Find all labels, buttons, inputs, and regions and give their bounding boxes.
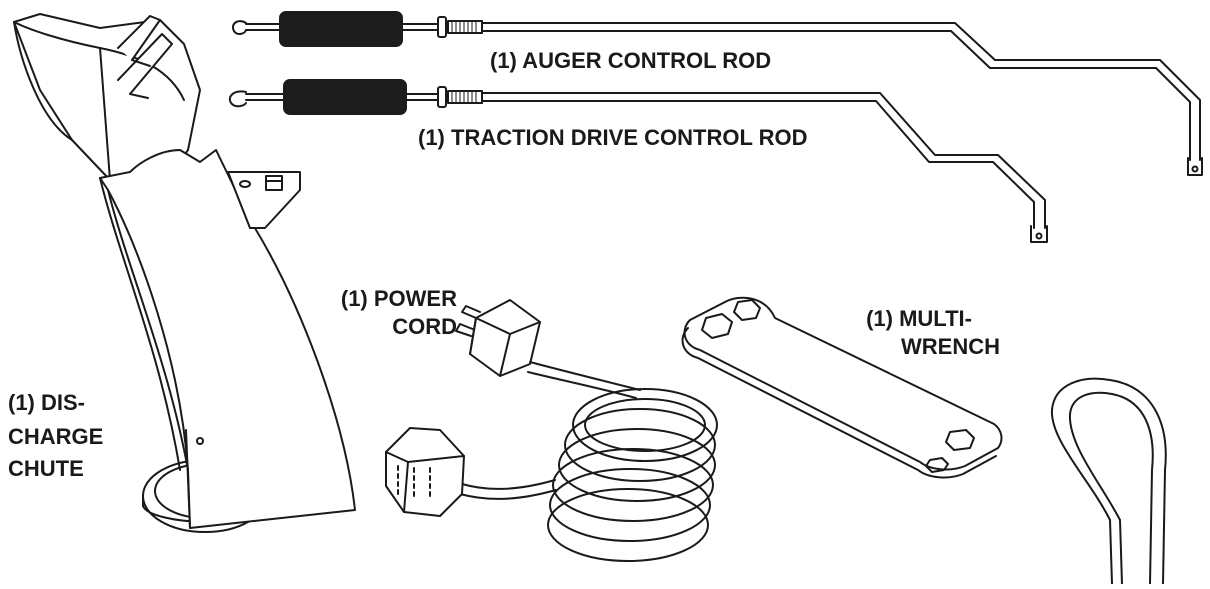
power-cord-label-line-1: (1) POWER	[340, 286, 457, 311]
discharge-chute-label-line-3: CHUTE	[8, 456, 84, 481]
multi-wrench-label-line-2: WRENCH	[901, 334, 1000, 359]
hairpin-clip	[1050, 377, 1167, 585]
traction-drive-control-rod	[228, 79, 1048, 243]
power-cord	[385, 299, 718, 562]
traction-drive-control-rod-label: (1) TRACTION DRIVE CONTROL ROD	[418, 125, 808, 150]
auger-control-rod	[232, 11, 1203, 176]
multi-wrench	[681, 296, 1003, 479]
discharge-chute-label-line-1: (1) DIS-	[8, 390, 85, 415]
discharge-chute-label-line-2: CHARGE	[8, 424, 104, 449]
power-cord-label-line-2: CORD	[392, 314, 457, 339]
auger-control-rod-label: (1) AUGER CONTROL ROD	[490, 48, 772, 73]
auger-rod-grip	[279, 11, 403, 47]
traction-rod-grip	[283, 79, 407, 115]
multi-wrench-label-line-1: (1) MULTI-	[866, 306, 972, 331]
discharge-chute	[13, 13, 356, 533]
